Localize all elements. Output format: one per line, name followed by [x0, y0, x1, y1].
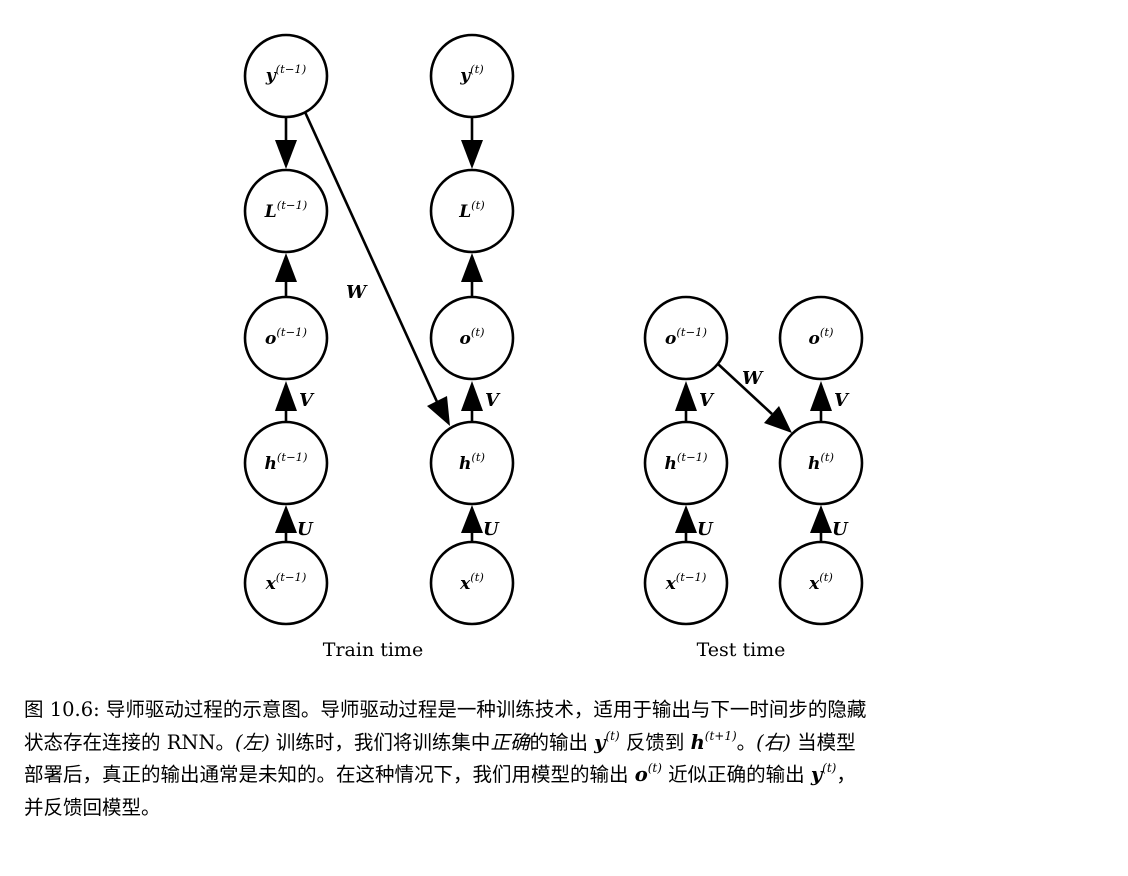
caption-line-1: 图 10.6: 导师驱动过程的示意图。导师驱动过程是一种训练技术，适用于输出与下…: [24, 698, 867, 721]
edge-W-train: [303, 111, 440, 405]
arrowhead: [461, 140, 483, 169]
svg-text:h(t−1): h(t−1): [665, 450, 708, 474]
svg-text:o(t−1): o(t−1): [265, 325, 307, 349]
edge-W-test: [717, 363, 773, 415]
teacher-forcing-figure: W V V U U y(t−1) y(t) L(t−1) L(t) o(t−1)…: [243, 33, 864, 661]
edge-label-V: V: [299, 390, 315, 411]
panel-label-train: Train time: [323, 639, 423, 661]
svg-text:x(t−1): x(t−1): [665, 570, 707, 594]
caption-line-2: 状态存在连接的 RNN。(左) 训练时，我们将训练集中正确的输出 y(t) 反馈…: [24, 728, 856, 754]
edge-label-U: U: [297, 519, 314, 540]
arrowhead: [275, 253, 297, 282]
arrowhead: [275, 381, 297, 411]
test-panel: W V V U U o(t−1) o(t) h(t−1) h(t) x(t−1)…: [643, 295, 864, 661]
node-x-t-1: x(t−1): [643, 540, 729, 626]
svg-text:x(t): x(t): [459, 570, 484, 594]
caption-right-marker: (右): [756, 730, 791, 754]
node-y-t-1: y(t−1): [243, 33, 329, 119]
node-y-t: y(t): [429, 33, 515, 119]
panel-label-test: Test time: [697, 639, 786, 661]
svg-text:x(t−1): x(t−1): [265, 570, 307, 594]
caption-correct-emphasis: 正确: [490, 730, 530, 754]
arrowhead: [461, 381, 483, 411]
edge-label-V: V: [699, 390, 715, 411]
node-x-t-1: x(t−1): [243, 540, 329, 626]
svg-text:L(t−1): L(t−1): [264, 198, 308, 222]
svg-text:x(t): x(t): [808, 570, 833, 594]
node-o-t: o(t): [429, 295, 515, 381]
node-L-t-1: L(t−1): [243, 168, 329, 254]
edge-label-W: W: [346, 282, 368, 303]
svg-text:o(t): o(t): [809, 325, 834, 349]
svg-text:h(t): h(t): [459, 450, 485, 474]
node-L-t: L(t): [429, 168, 515, 254]
svg-text:y(t): y(t): [459, 62, 484, 86]
edge-label-U: U: [697, 519, 714, 540]
caption-math-y: y: [810, 763, 823, 786]
arrowhead: [461, 253, 483, 282]
train-panel: W V V U U y(t−1) y(t) L(t−1) L(t) o(t−1)…: [243, 33, 515, 661]
node-o-t-1: o(t−1): [643, 295, 729, 381]
caption-line-3: 部署后，真正的输出通常是未知的。在这种情况下，我们用模型的输出 o(t) 近似正…: [24, 761, 856, 786]
edge-label-V: V: [485, 390, 501, 411]
edge-label-U: U: [483, 519, 500, 540]
caption-math-y: y: [594, 730, 606, 754]
node-x-t: x(t): [778, 540, 864, 626]
svg-text:o(t): o(t): [460, 325, 485, 349]
node-o-t-1: o(t−1): [243, 295, 329, 381]
arrowhead: [675, 381, 697, 411]
arrowhead: [675, 505, 697, 533]
arrowhead: [275, 140, 297, 169]
caption-line-4: 并反馈回模型。: [24, 795, 161, 819]
arrowhead: [461, 505, 483, 533]
edge-label-W: W: [742, 368, 764, 389]
arrowhead: [275, 505, 297, 533]
node-h-t-1: h(t−1): [643, 420, 729, 506]
caption-left-marker: (左): [235, 730, 270, 754]
svg-text:h(t−1): h(t−1): [265, 450, 308, 474]
node-x-t: x(t): [429, 540, 515, 626]
node-h-t: h(t): [778, 420, 864, 506]
arrowhead: [810, 505, 832, 533]
arrowhead: [810, 381, 832, 411]
caption-math-o: o: [634, 763, 648, 786]
svg-text:L(t): L(t): [458, 198, 485, 222]
arrowhead: [427, 396, 450, 426]
node-o-t: o(t): [778, 295, 864, 381]
edge-label-U: U: [832, 519, 849, 540]
svg-text:y(t−1): y(t−1): [265, 62, 306, 86]
svg-text:h(t): h(t): [808, 450, 834, 474]
svg-text:o(t−1): o(t−1): [665, 325, 707, 349]
node-h-t-1: h(t−1): [243, 420, 329, 506]
caption-math-h: h: [690, 730, 705, 754]
edge-label-V: V: [834, 390, 850, 411]
figure-caption: 图 10.6: 导师驱动过程的示意图。导师驱动过程是一种训练技术，适用于输出与下…: [24, 694, 1108, 824]
arrowhead: [764, 406, 792, 433]
node-h-t: h(t): [429, 420, 515, 506]
